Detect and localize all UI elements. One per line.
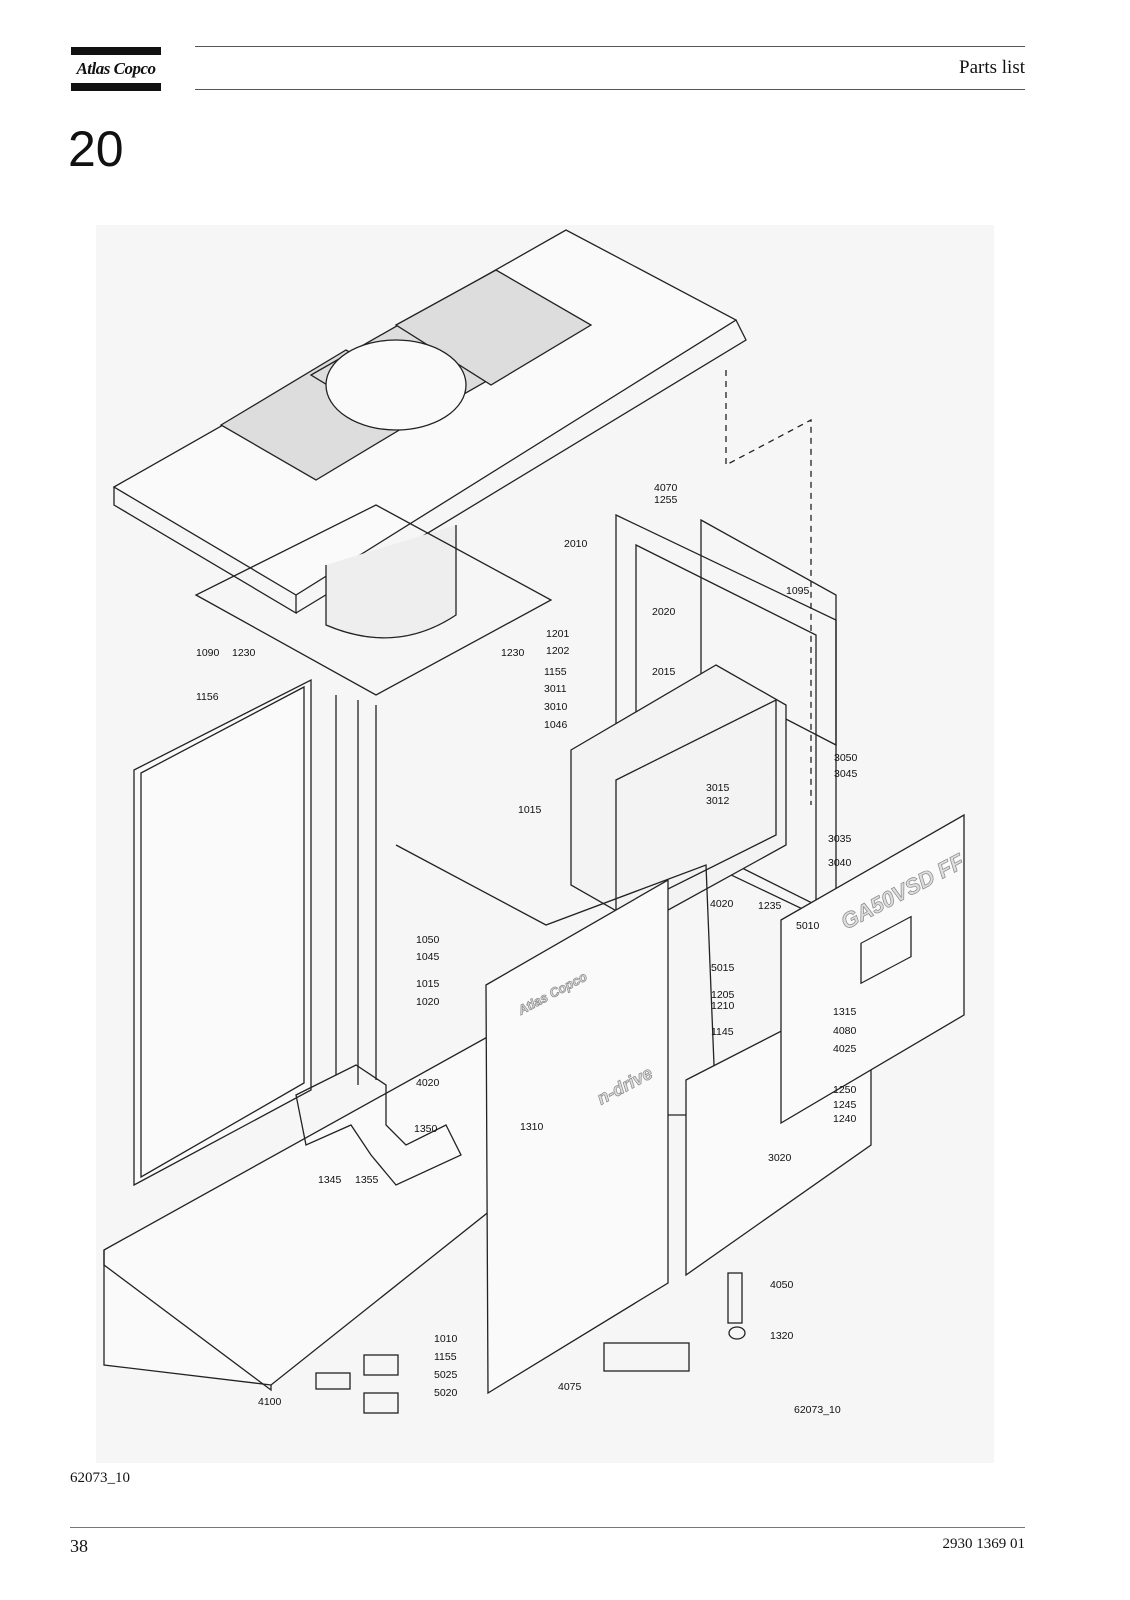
callout: 5010 xyxy=(796,920,820,932)
page-number: 38 xyxy=(70,1536,88,1556)
callout: 1155 xyxy=(544,666,567,678)
callout: 1315 xyxy=(833,1006,857,1018)
callout: 1310 xyxy=(520,1121,544,1133)
callout: 1320 xyxy=(770,1330,794,1342)
callout: 5015 xyxy=(711,962,735,974)
callout: 4070 xyxy=(654,482,678,494)
callout: 1355 xyxy=(355,1174,379,1186)
atlas-copco-logo: Atlas Copco xyxy=(71,47,161,91)
callout: 1050 xyxy=(416,934,440,946)
header-rule-top xyxy=(195,46,1025,47)
callout: 1230 xyxy=(501,647,525,659)
callout: 5020 xyxy=(434,1387,458,1399)
callout: 4100 xyxy=(258,1396,282,1408)
callout: 4050 xyxy=(770,1279,794,1291)
section-number: 20 xyxy=(68,121,124,177)
callout: 1345 xyxy=(318,1174,342,1186)
callout: 1230 xyxy=(232,647,256,659)
callout: 3035 xyxy=(828,833,852,845)
callout: 4025 xyxy=(833,1043,857,1055)
callout: 1010 xyxy=(434,1333,458,1345)
callout: 3045 xyxy=(834,768,858,780)
callout: 2015 xyxy=(652,666,676,678)
callout: 4075 xyxy=(558,1381,582,1393)
callout: 1046 xyxy=(544,719,568,731)
callout: 4020 xyxy=(416,1077,440,1089)
callout: 3015 xyxy=(706,782,730,794)
callout: 1015 xyxy=(416,978,440,990)
header-title: Parts list xyxy=(959,57,1025,78)
figure-caption: 62073_10 xyxy=(70,1470,130,1486)
callout: 2010 xyxy=(564,538,588,550)
callout: 4020 xyxy=(710,898,734,910)
header-rule-bottom xyxy=(195,89,1025,90)
exploded-parts-drawing: GA50VSD FF Atlas Copco n-drive 4070 1255… xyxy=(96,225,994,1463)
callout: 1210 xyxy=(711,1000,735,1012)
callout: 3010 xyxy=(544,701,568,713)
callout: 4080 xyxy=(833,1025,857,1037)
callout: 1020 xyxy=(416,996,440,1008)
callout: 3020 xyxy=(768,1152,792,1164)
callout: 1240 xyxy=(833,1113,857,1125)
callout: 1245 xyxy=(833,1099,857,1111)
callout: 1156 xyxy=(196,691,219,703)
callout: 1205 xyxy=(711,989,735,1001)
figure-id-label: 62073_10 xyxy=(794,1404,841,1416)
callout: 1155 xyxy=(434,1351,457,1363)
callout: 1202 xyxy=(546,645,570,657)
callout: 3040 xyxy=(828,857,852,869)
callout: 3012 xyxy=(706,795,730,807)
callout: 1201 xyxy=(546,628,570,640)
drawing-canvas: GA50VSD FF Atlas Copco n-drive 4070 1255… xyxy=(103,229,969,1416)
footer-rule xyxy=(70,1527,1025,1528)
callout: 1095 xyxy=(786,585,810,597)
callout: 1090 xyxy=(196,647,220,659)
callout: 1015 xyxy=(518,804,542,816)
callout: 1255 xyxy=(654,494,678,506)
callout: 1235 xyxy=(758,900,782,912)
callout: 2020 xyxy=(652,606,676,618)
document-number: 2930 1369 01 xyxy=(942,1536,1026,1552)
callout: 3011 xyxy=(544,683,567,695)
callout: 3050 xyxy=(834,752,858,764)
callout: 1045 xyxy=(416,951,440,963)
callout: 1350 xyxy=(414,1123,438,1135)
callout: 1145 xyxy=(711,1026,734,1038)
callout: 5025 xyxy=(434,1369,458,1381)
callout: 1250 xyxy=(833,1084,857,1096)
